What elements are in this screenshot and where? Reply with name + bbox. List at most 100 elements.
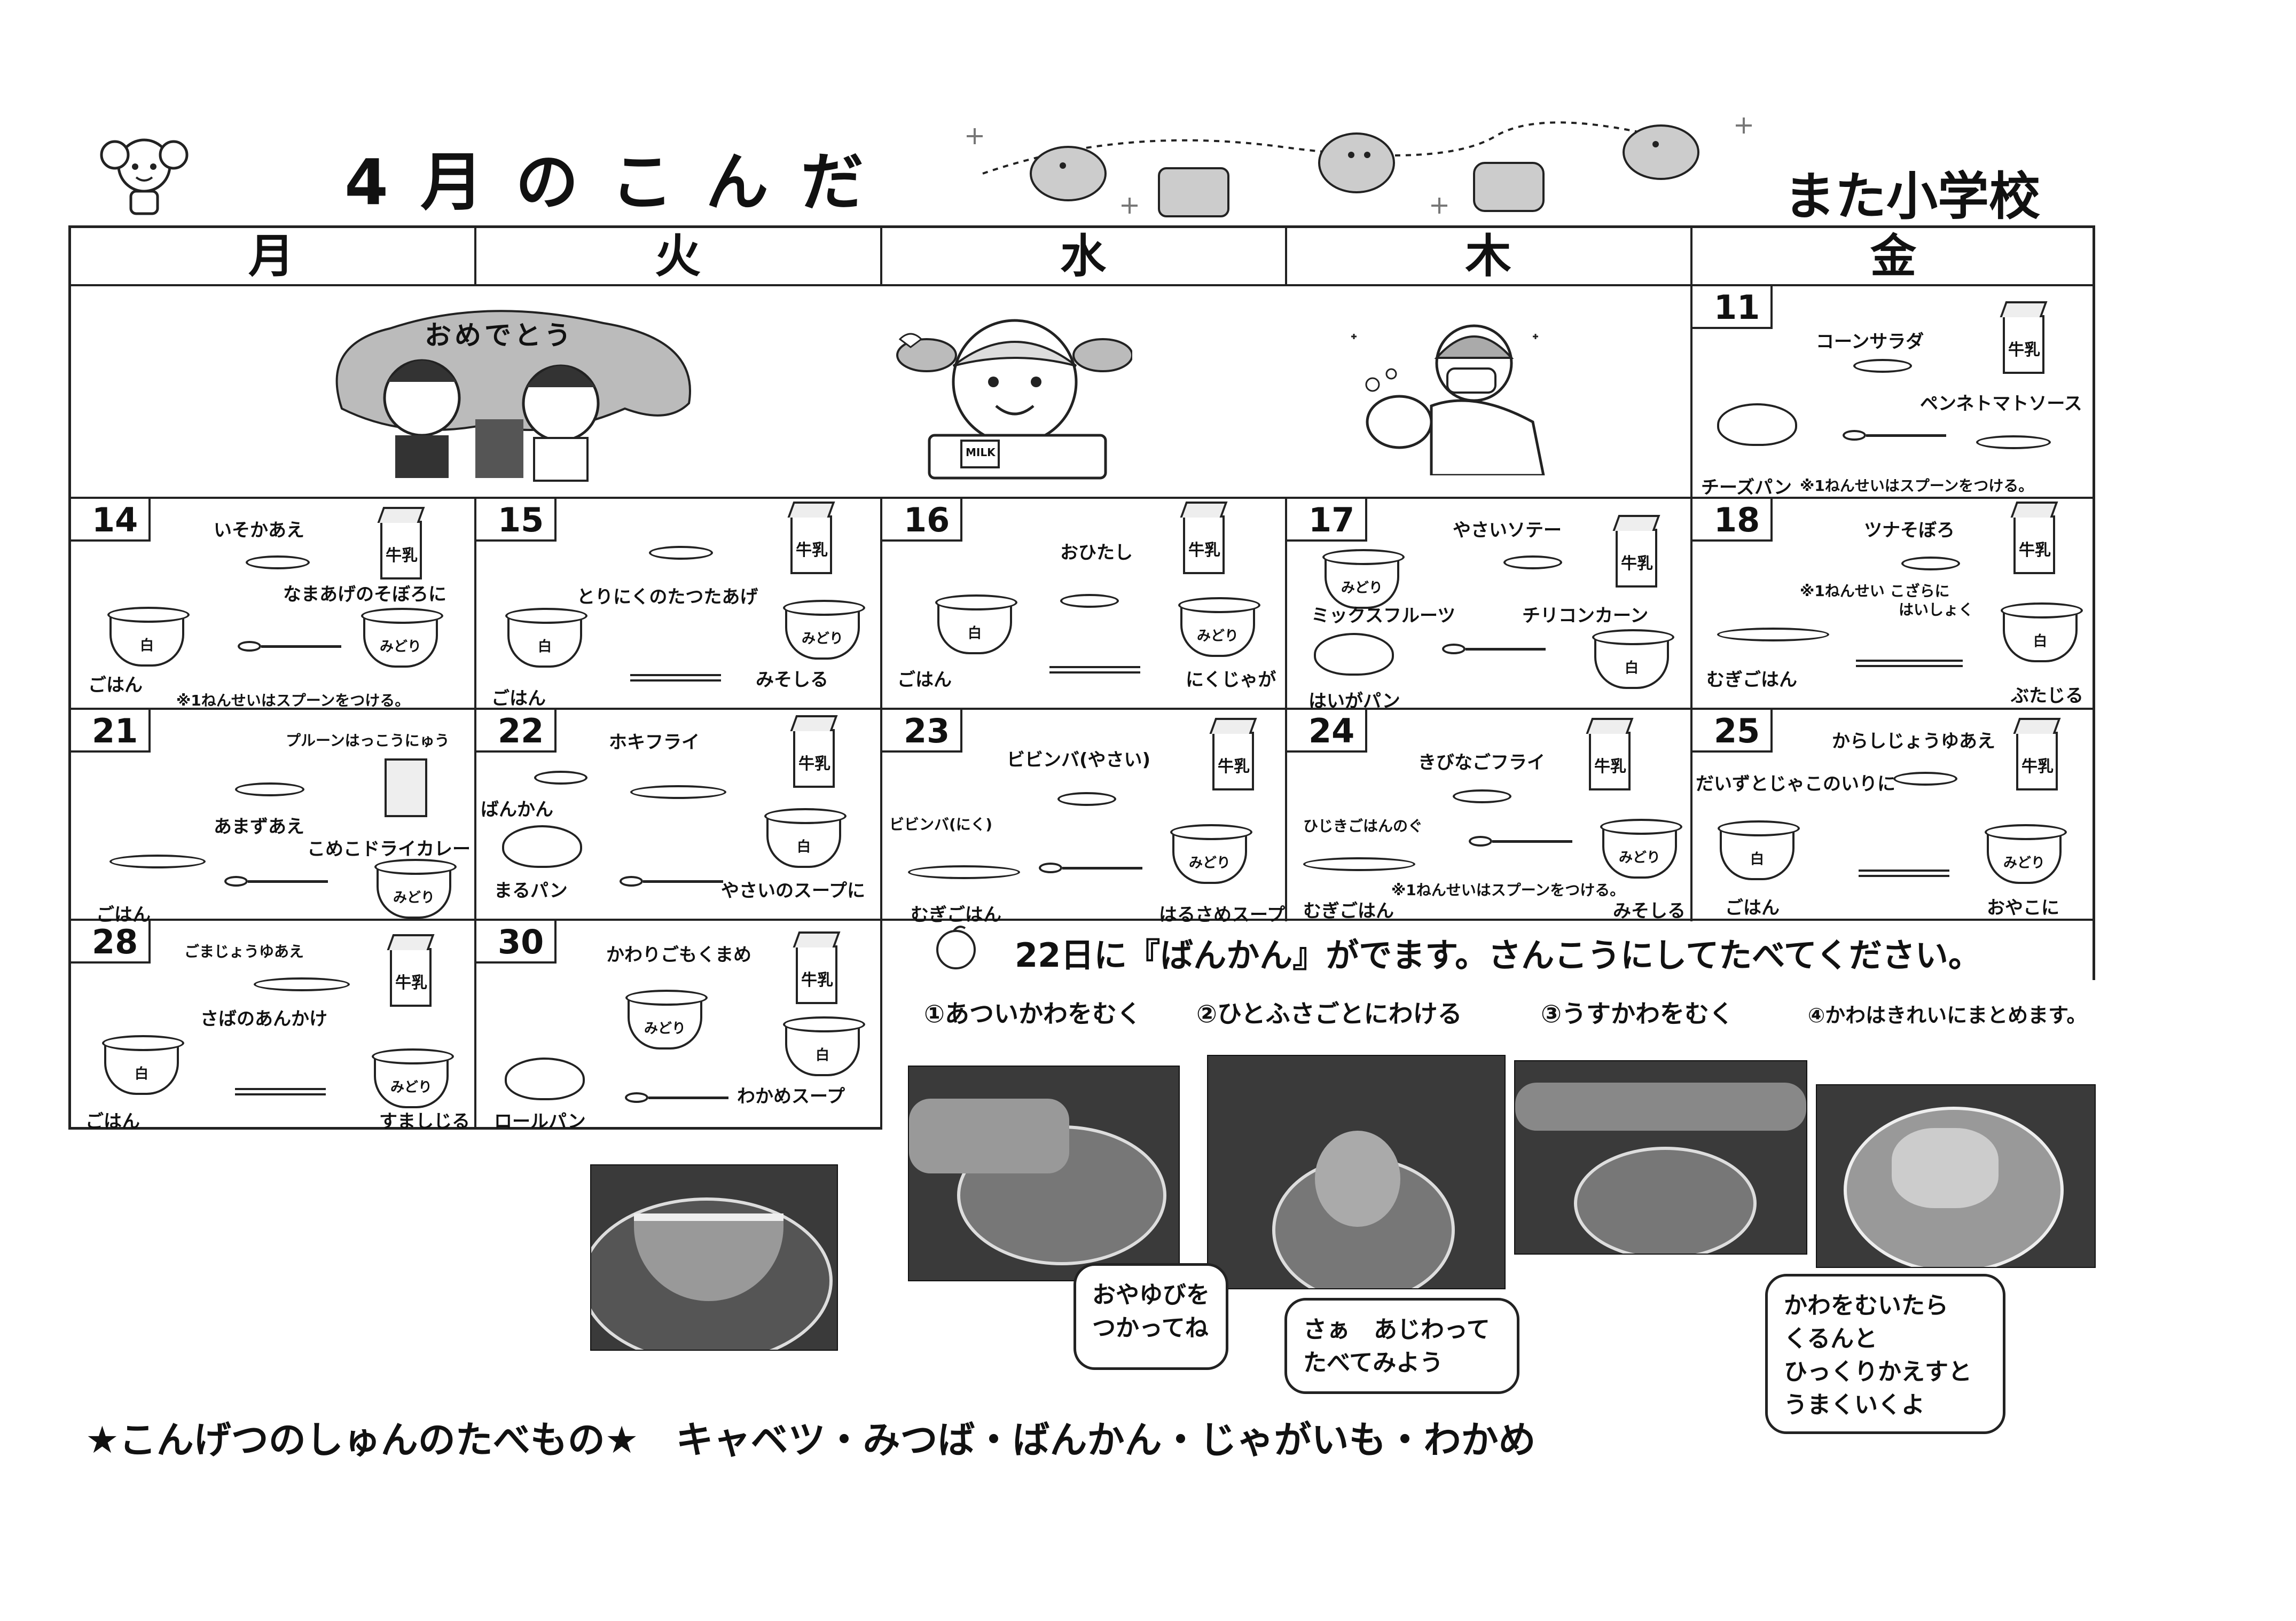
menu-item: こめこドライカレー: [307, 839, 471, 860]
menu-item: ごはん: [96, 904, 151, 926]
step-3: ③うすかわをむく: [1541, 999, 1734, 1028]
menu-item: あまずあえ: [214, 816, 304, 837]
rice-bowl-icon: 白: [102, 1035, 184, 1095]
plate-icon: [649, 546, 713, 560]
menu-item: コーンサラダ: [1816, 331, 1924, 353]
menu-item: かわりごもくまめ: [606, 944, 751, 966]
menu-item: チーズパン: [1701, 477, 1792, 498]
menu-item: ごはん: [491, 688, 546, 709]
plate-icon: [1853, 359, 1912, 373]
step-4: ④かわはきれいにまとめます。: [1808, 1004, 2087, 1027]
menu-item: なまあげのそぼろに: [283, 584, 446, 605]
milk-icon: 牛乳: [1209, 718, 1257, 790]
weekday-thu: 木: [1465, 230, 1511, 283]
soup-bowl-icon: みどり: [783, 600, 865, 660]
menu-item: チリコンカーン: [1522, 605, 1649, 627]
menu-item: はいがパン: [1308, 691, 1400, 712]
menu-item: おひたし: [1060, 542, 1133, 563]
photo-peeled-segment: [590, 1164, 838, 1351]
soup-bowl-icon: みどり: [1600, 819, 1682, 879]
milk-icon: 牛乳: [2013, 718, 2061, 790]
soup-bowl-icon: 白: [783, 1016, 865, 1076]
soup-bowl-icon: みどり: [625, 990, 708, 1050]
menu-item: ロールパン: [494, 1111, 586, 1132]
rice-bowl-icon: 白: [1718, 820, 1800, 880]
divider: [1690, 497, 1692, 921]
handwashing-illustration: [1341, 315, 1554, 477]
menu-item: みそしる: [756, 669, 828, 691]
menu-item: はるさめスープ: [1159, 904, 1285, 926]
menu-item: ビビンバ(やさい): [1007, 749, 1151, 771]
menu-item: むぎごはん: [1706, 669, 1797, 691]
menu-item: ごはん: [1725, 897, 1780, 919]
bread-icon: [505, 1058, 585, 1100]
note: ※1ねんせいはスプーンをつける。: [1391, 881, 1625, 899]
milk-icon: 牛乳: [793, 931, 841, 1004]
divider: [1285, 497, 1287, 921]
soup-bowl-icon: みどり: [1322, 549, 1405, 609]
bubble-line: さぁ あじわって: [1303, 1316, 1490, 1343]
chopsticks-icon: [630, 674, 721, 682]
chopsticks-icon: [1859, 870, 1949, 877]
plate-icon: [908, 865, 1020, 879]
date-label: 28: [70, 921, 151, 964]
spoon-icon: [1469, 836, 1576, 847]
divider: [1285, 225, 1287, 284]
menu-item: からしじょうゆあえ: [1832, 731, 1995, 752]
bubble-line: おやゆびを: [1092, 1281, 1210, 1309]
menu-item: ミックスフルーツ: [1311, 605, 1456, 627]
chopsticks-icon: [1049, 666, 1140, 674]
plate-icon: [1901, 557, 1960, 570]
spoon-icon: [238, 641, 344, 652]
bubble-line: たべてみよう: [1303, 1349, 1444, 1376]
divider: [68, 919, 2095, 921]
plate-icon: [630, 785, 726, 799]
birds-decoration-icon: [961, 115, 1762, 222]
date-label: 24: [1287, 710, 1367, 753]
spoon-icon: [620, 876, 726, 887]
note: ※1ねんせいはスプーンをつける。: [1800, 477, 2034, 495]
weekday-mon: 月: [248, 230, 294, 283]
menu-item: おやこに: [1987, 897, 2059, 919]
spoon-icon: [1843, 430, 1949, 441]
spoon-icon: [224, 876, 331, 887]
soup-bowl-icon: みどり: [1985, 824, 2067, 884]
weekday-tue: 火: [655, 230, 701, 283]
plate-icon: [1717, 628, 1829, 641]
bubble-line: つかってね: [1092, 1314, 1209, 1342]
menu-item: いそかあえ: [214, 520, 304, 541]
menu-item: やさいソテー: [1453, 520, 1562, 541]
divider: [68, 497, 2095, 499]
menu-item: ごまじょうゆあえ: [184, 943, 304, 960]
spoon-icon: [1039, 863, 1146, 873]
menu-item: みそしる: [1613, 900, 1686, 922]
menu-item: ごはん: [897, 669, 952, 691]
photo-step-3: [1514, 1060, 1807, 1255]
plate-icon: [534, 771, 587, 785]
menu-item: むぎごはん: [1303, 900, 1394, 922]
divider: [1690, 225, 1692, 497]
milk-icon: 牛乳: [387, 934, 435, 1007]
menu-item: ツナそぼろ: [1864, 520, 1955, 541]
girl-lunch-illustration: [887, 307, 1133, 489]
seasonal-foods: ★こんげつのしゅんのたべもの★ キャベツ・みつば・ばんかん・じゃがいも・わかめ: [85, 1418, 1536, 1462]
weekday-fri: 金: [1870, 230, 1916, 283]
note: ※1ねんせいはスプーンをつける。: [176, 692, 410, 709]
page-title: 4月のこんだ: [344, 145, 896, 219]
date-label: 23: [882, 710, 962, 753]
divider: [880, 225, 882, 284]
plate-icon: [1453, 789, 1511, 803]
school-name: また小学校: [1784, 167, 2040, 226]
rice-bowl-icon: 白: [2001, 602, 2083, 662]
menu-item: ごはん: [85, 1111, 140, 1132]
date-label: 14: [70, 499, 151, 542]
date-label: 21: [70, 710, 151, 753]
bread-icon: [502, 825, 582, 868]
soup-bowl-icon: みどり: [372, 1048, 454, 1108]
milk-icon: 牛乳: [787, 502, 835, 574]
menu-item: にくじゃが: [1186, 669, 1276, 691]
rice-bowl-icon: 白: [107, 607, 190, 667]
citrus-icon: [932, 923, 980, 971]
divider: [474, 497, 476, 1130]
milk-icon: 牛乳: [1180, 502, 1228, 574]
